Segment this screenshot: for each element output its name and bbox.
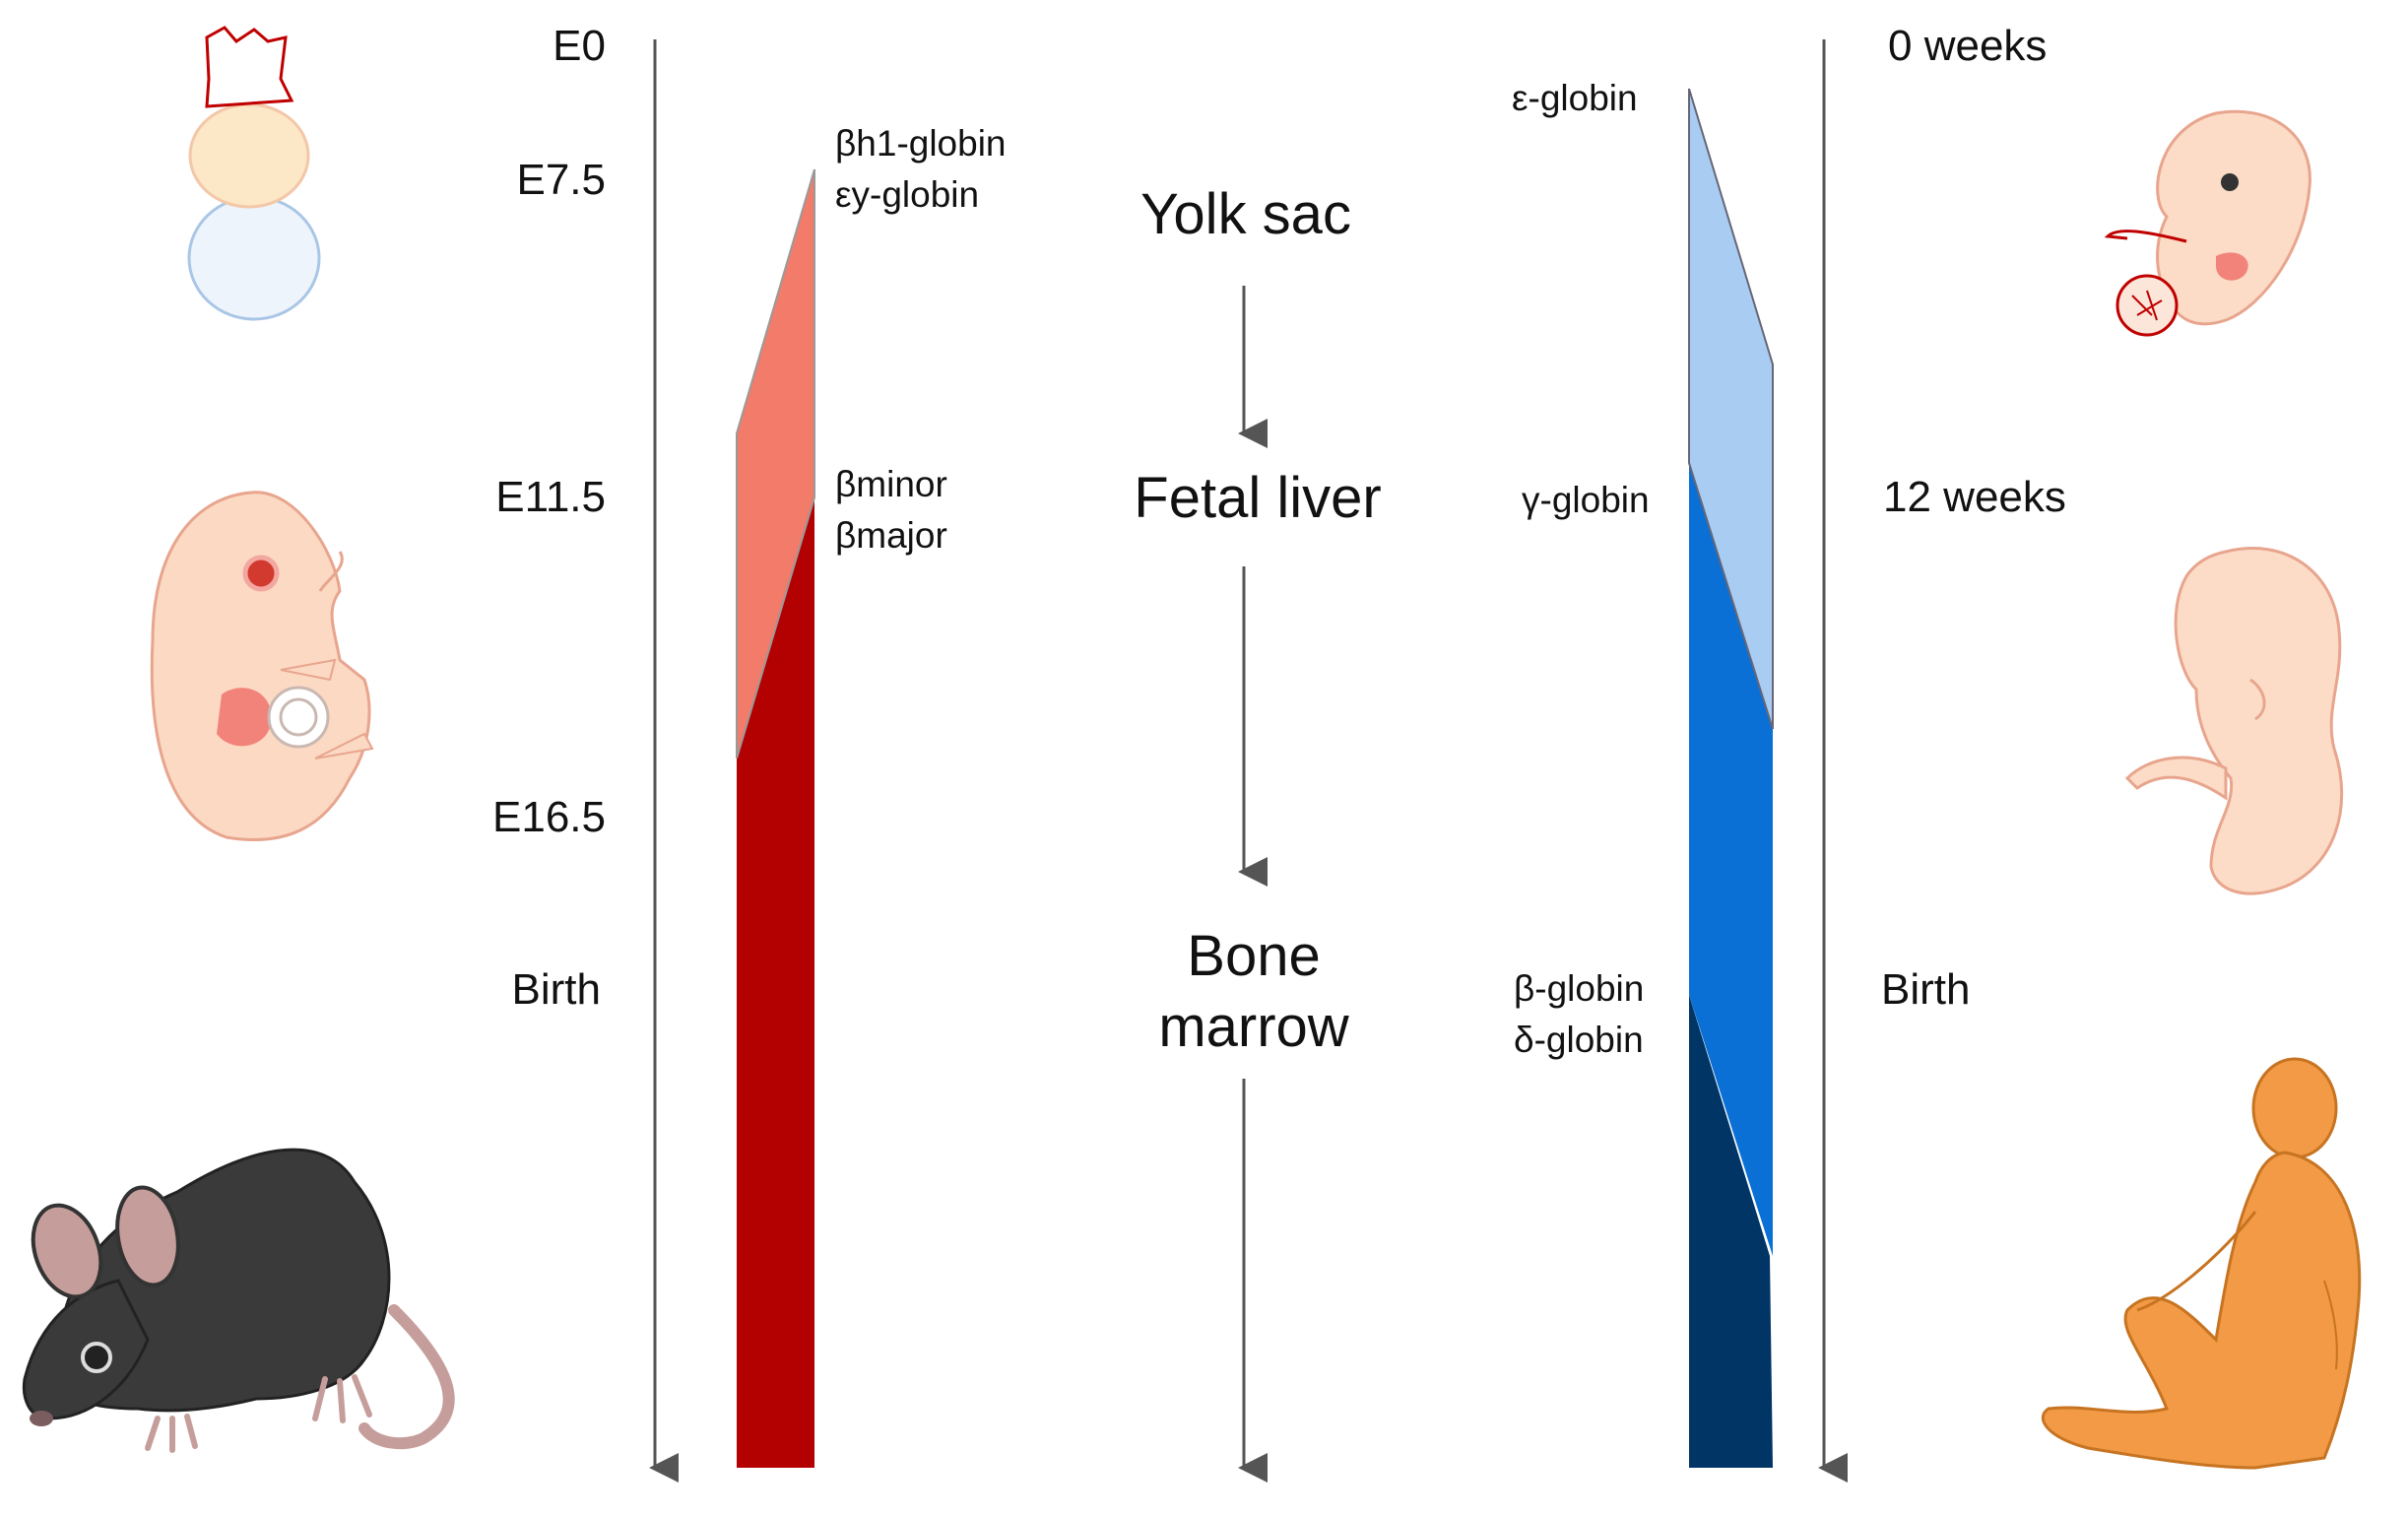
site-yolk-sac: Yolk sac <box>1140 182 1351 246</box>
site-fetal-liver: Fetal liver <box>1134 466 1382 530</box>
mouse-stage-e11-5: E11.5 <box>495 473 606 521</box>
human-gene-g-globin: γ-globin <box>1522 480 1650 520</box>
human-gene-d-globin: δ-globin <box>1514 1020 1644 1060</box>
site-bone-marrow: Bone marrow <box>1158 924 1349 1059</box>
human-fetus-icon <box>2124 547 2344 895</box>
human-embryonic-globin-bar <box>1688 88 1774 730</box>
mouse-adult-globin-bar <box>737 497 814 1468</box>
mouse-embryo-early-icon <box>187 26 321 321</box>
human-stage-12-weeks: 12 weeks <box>1883 473 2066 521</box>
mouse-embryonic-globin-bar <box>736 168 815 759</box>
human-gene-e-globin: ε-globin <box>1512 78 1638 118</box>
adult-human-icon <box>2041 1057 2362 1470</box>
mouse-gene-bminor: βminor <box>835 464 947 504</box>
mouse-gene-bh1-globin: βh1-globin <box>835 123 1007 164</box>
adult-mouse-icon <box>22 1148 455 1453</box>
mouse-stage-e0: E0 <box>553 22 606 70</box>
human-embryo-early-icon <box>2104 109 2311 337</box>
mouse-stage-e7-5: E7.5 <box>516 156 606 204</box>
human-stage-birth: Birth <box>1881 965 1971 1014</box>
human-adult-globin-bar <box>1689 995 1773 1468</box>
mouse-stage-birth: Birth <box>511 965 601 1014</box>
mouse-gene-ey-globin: εy-globin <box>835 174 980 215</box>
mouse-embryo-midgestation-icon <box>150 491 374 841</box>
human-fetal-globin-bar <box>1689 463 1773 1256</box>
human-stage-0-weeks: 0 weeks <box>1888 22 2048 70</box>
mouse-gene-bmajor: βmajor <box>835 515 947 556</box>
human-gene-b-globin: β-globin <box>1514 968 1645 1009</box>
mouse-stage-e16-5: E16.5 <box>492 793 606 841</box>
